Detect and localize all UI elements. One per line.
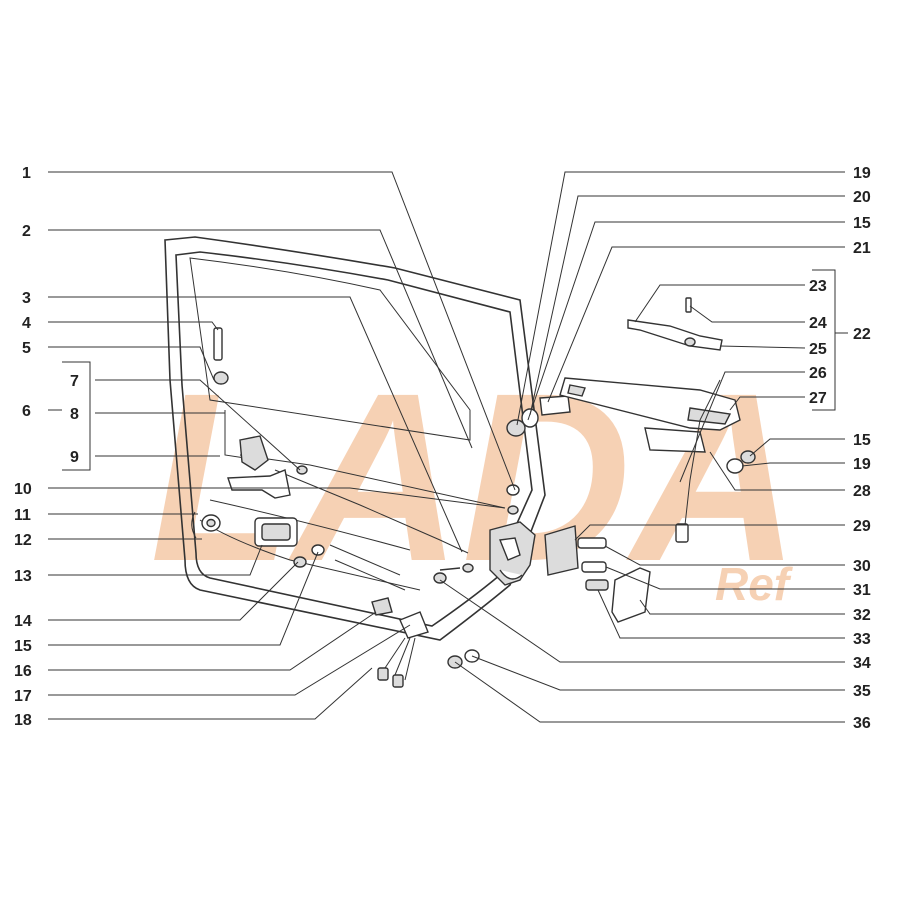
callout-labels-right: 19 20 15 21 23 22 24 25 26 27 15 19 28 2…	[809, 165, 871, 732]
striker-parts-29-33	[544, 525, 651, 623]
inner-handle-assembly	[227, 435, 308, 499]
leader-lines-left	[48, 171, 516, 720]
callout-5: 5	[22, 340, 31, 357]
callout-7: 7	[70, 373, 79, 390]
callout-13: 13	[14, 568, 32, 585]
callout-30: 30	[853, 558, 871, 575]
callout-2: 2	[22, 223, 31, 240]
callout-34: 34	[853, 655, 871, 672]
callout-36: 36	[853, 715, 871, 732]
callout-23: 23	[809, 278, 827, 295]
door-frame	[164, 236, 546, 641]
switch-and-wiring	[371, 597, 429, 688]
callout-9: 9	[70, 449, 79, 466]
callout-28: 28	[853, 483, 871, 500]
lever-23-24	[627, 297, 723, 351]
callout-10: 10	[14, 481, 32, 498]
handle-escutcheon	[254, 517, 298, 547]
callout-33: 33	[853, 631, 871, 648]
callout-19-top: 19	[853, 165, 871, 182]
callout-12: 12	[14, 532, 32, 549]
callout-21: 21	[853, 240, 871, 257]
callout-15-right: 15	[853, 432, 871, 449]
callout-15-top: 15	[853, 215, 871, 232]
bolt-4	[213, 327, 229, 385]
callout-35: 35	[853, 683, 871, 700]
callout-4: 4	[22, 315, 31, 332]
callout-27: 27	[809, 390, 827, 407]
callout-20: 20	[853, 189, 871, 206]
callout-6: 6	[22, 403, 31, 420]
handle-pad-28	[644, 427, 756, 474]
callout-3: 3	[22, 290, 31, 307]
callout-32: 32	[853, 607, 871, 624]
callout-29: 29	[853, 518, 871, 535]
callout-16: 16	[14, 663, 32, 680]
lock-link-rod-26	[675, 379, 721, 543]
callout-8: 8	[70, 406, 79, 423]
callout-18: 18	[14, 712, 32, 729]
callout-15-left: 15	[14, 638, 32, 655]
outer-handle	[559, 377, 741, 431]
leader-lines-right	[439, 171, 848, 723]
callout-17: 17	[14, 688, 32, 705]
callout-14: 14	[14, 613, 32, 630]
svg-text:Ref: Ref	[715, 558, 794, 610]
callout-31: 31	[853, 582, 871, 599]
door-lock-mechanism	[489, 484, 536, 586]
callout-labels-left: 1 2 3 4 5 6 7 8 9 10 11 12 13 14 15 16 1…	[14, 165, 79, 729]
callout-24: 24	[809, 315, 827, 332]
callout-11: 11	[14, 507, 31, 524]
screw-15-left	[293, 544, 325, 568]
callout-25: 25	[809, 341, 827, 358]
callout-19-right: 19	[853, 456, 871, 473]
callout-1: 1	[22, 165, 31, 182]
lock-cylinder-parts	[506, 395, 571, 437]
callout-22: 22	[853, 326, 871, 343]
callout-26: 26	[809, 365, 827, 382]
